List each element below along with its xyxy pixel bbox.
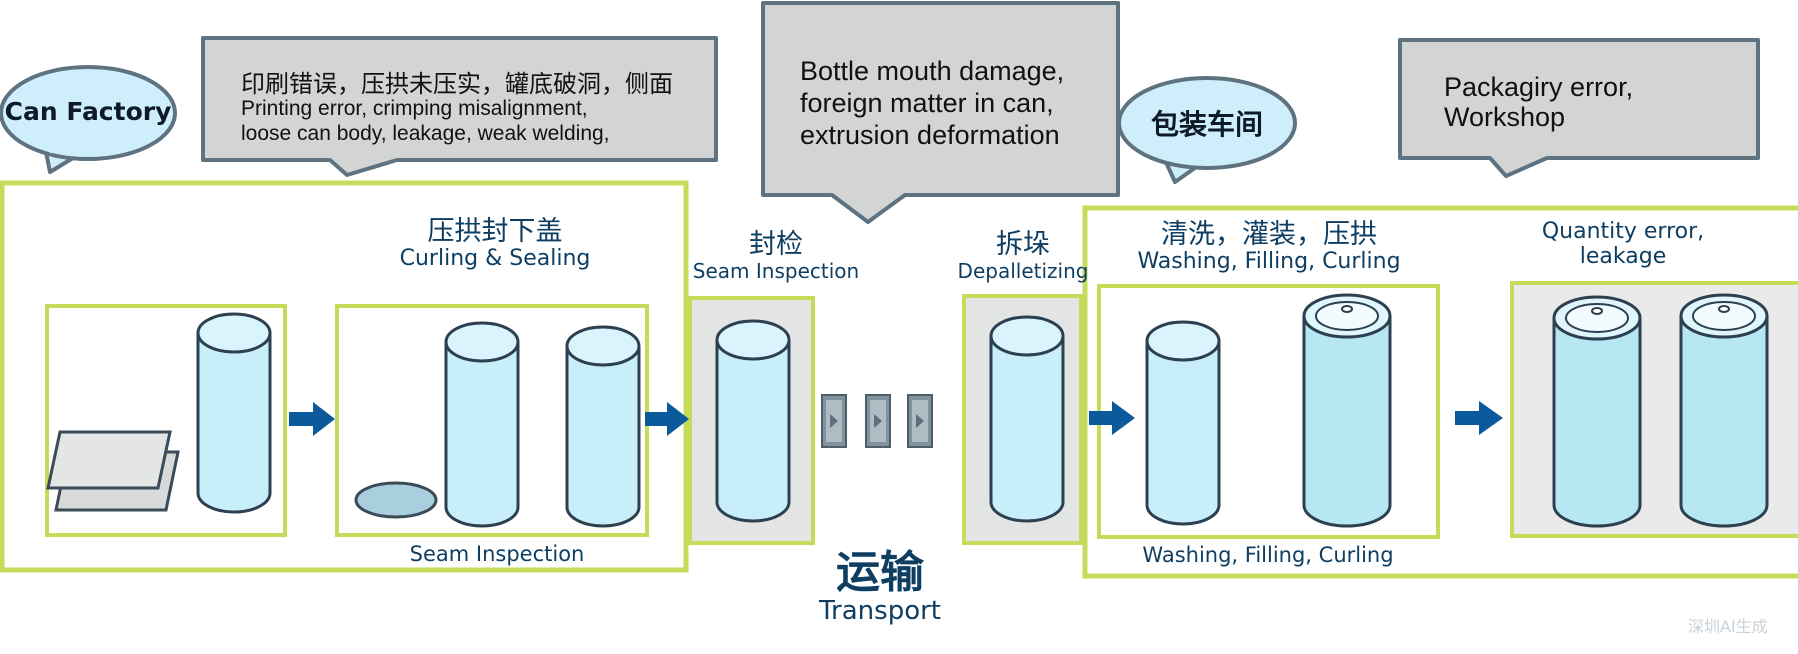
transport-zh: 运输: [836, 547, 924, 598]
curling-sealing-zh: 压拱封下盖: [427, 216, 563, 247]
conveyor-block-icon: [865, 394, 891, 448]
can-cylinder-icon: [1145, 320, 1221, 526]
transport-defects-line-2: foreign matter in can,: [800, 88, 1054, 118]
can-cylinder-icon: [196, 312, 272, 514]
transport-title: 运输 Transport: [780, 547, 980, 627]
seam-inspection-en: Seam Inspection: [692, 259, 860, 284]
seam-inspection-label: 封检 Seam Inspection: [686, 229, 866, 284]
washing-filling-bottom-label: Washing, Filling, Curling: [1142, 543, 1394, 567]
can-cylinder-icon: [444, 321, 520, 528]
washing-filling-zh: 清洗，灌装，压拱: [1161, 219, 1377, 250]
filled-can-icon: [1302, 293, 1392, 528]
workshop-defects-callout: [1398, 38, 1760, 178]
can-factory-bubble: [0, 65, 177, 174]
packaging-workshop-bubble-label: 包装车间: [1150, 108, 1263, 141]
depalletizing-label: 拆垛 Depalletizing: [938, 229, 1108, 284]
washing-filling-en: Washing, Filling, Curling: [1137, 249, 1401, 275]
can-factory-frame: [0, 180, 689, 573]
workshop-defects-line-1: Packagiry error,: [1444, 72, 1634, 102]
seam-inspection-zh: 封检: [749, 229, 803, 260]
can-factory-defects-en-1: Printing error, crimping misalignment,: [241, 97, 588, 120]
transport-defects-line-3: extrusion deformation: [800, 120, 1060, 150]
right-arrow-icon: [1089, 401, 1135, 435]
right-arrow-icon: [645, 402, 689, 436]
can-factory-bubble-label: Can Factory: [4, 97, 172, 126]
curling-sealing-en: Curling & Sealing: [399, 246, 591, 272]
right-arrow-icon: [1455, 401, 1503, 435]
depalletizing-en: Depalletizing: [957, 259, 1089, 284]
can-cylinder-icon: [715, 319, 791, 523]
watermark: 深圳AI生成: [1688, 617, 1768, 636]
can-factory-defects-en-2: loose can body, leakage, weak welding,: [241, 122, 610, 145]
workshop-defects-line-2: Workshop: [1444, 102, 1566, 132]
quantity-error-line-1: Quantity error,: [1541, 219, 1705, 244]
metal-sheet-icon: [46, 430, 180, 512]
conveyor-block-icon: [821, 394, 847, 448]
transport-defects-line-1: Bottle mouth damage,: [800, 56, 1065, 86]
quantity-error-label: Quantity error, leakage: [1506, 219, 1740, 269]
washing-filling-label: 清洗，灌装，压拱 Washing, Filling, Curling: [1124, 219, 1414, 275]
can-cylinder-icon: [565, 325, 641, 528]
transport-en: Transport: [818, 596, 941, 627]
can-cylinder-icon: [989, 315, 1065, 523]
conveyor-block-icon: [907, 394, 933, 448]
filled-can-icon: [1552, 295, 1642, 528]
can-factory-defects-callout: [201, 36, 718, 177]
filled-can-icon: [1679, 293, 1769, 528]
can-factory-defects-zh: 印刷错误，压拱未压实，罐底破洞，侧面: [241, 70, 673, 98]
workshop-frame: [1082, 205, 1798, 579]
quantity-error-line-2: leakage: [1579, 243, 1667, 269]
depalletizing-zh: 拆垛: [996, 229, 1050, 260]
curling-sealing-label: 压拱封下盖 Curling & Sealing: [385, 216, 605, 272]
seam-inspection-bottom-label: Seam Inspection: [409, 542, 585, 566]
right-arrow-icon: [289, 402, 335, 436]
transport-defects-callout: [761, 1, 1120, 224]
can-lid-icon: [354, 481, 438, 519]
